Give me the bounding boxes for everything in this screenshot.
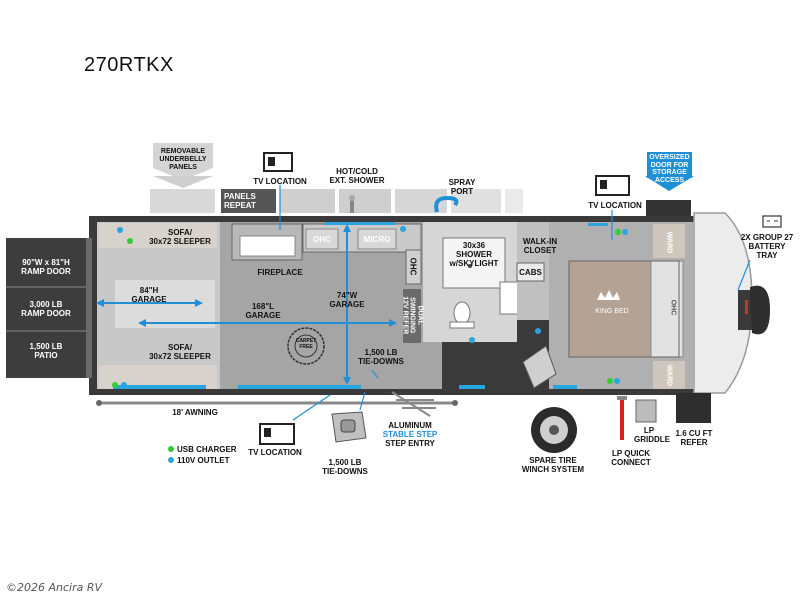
tv-icon [595, 175, 630, 196]
hitch [738, 285, 770, 335]
ramp-door-weight-label: 3,000 LB RAMP DOOR [21, 300, 71, 318]
outlet-legend-dot [168, 457, 174, 463]
outlet-110v-label: 110V OUTLET [177, 456, 230, 465]
oversized-door-callout [645, 152, 694, 191]
ward-bottom-label: WARD [665, 364, 673, 387]
dimension-arrows [96, 224, 397, 385]
ward-top [653, 224, 685, 258]
shower-label: 30x36 SHOWER w/SKYLIGHT [449, 241, 499, 268]
refer-cuft-label: 1.6 CU FT REFER [675, 429, 713, 447]
leader-lines [279, 185, 751, 421]
ward-bottom [653, 361, 685, 389]
cabs [516, 262, 545, 282]
crown-icon [597, 290, 620, 300]
ramp-door [6, 238, 92, 378]
panels-repeat-label: PANELS REPEAT [224, 192, 256, 210]
king-bed [569, 261, 651, 357]
toilet [453, 301, 471, 325]
spray-port-icon [434, 195, 459, 213]
tv-location-right-label: TV LOCATION [588, 201, 642, 210]
shower-head-icon [349, 195, 355, 213]
refer-label: DUAL SWINGING 12V REFER [401, 296, 424, 335]
carpet-free-label: CARPET FREE [295, 338, 317, 350]
tv-location-top-label: TV LOCATION [253, 177, 307, 186]
sofa-top [99, 223, 217, 248]
ohc-bed-label: OHC [669, 299, 677, 316]
awning-label: 18' AWNING [172, 408, 218, 417]
garage-height-label: 84"H GARAGE [131, 286, 167, 304]
kitchen-island [405, 249, 422, 285]
tie-down-icon [331, 411, 367, 443]
ohc-vertical-label: OHC [408, 257, 418, 276]
copyright: ©2026 Ancira RV [6, 581, 103, 594]
step-entry-label: STEP ENTRY [385, 439, 435, 448]
fireplace-label: FIREPLACE [257, 268, 303, 277]
stable-step-label: STABLE STEP [382, 430, 438, 439]
down-arrow-icon [153, 143, 213, 188]
oversized-door-label: OVERSIZED DOOR FOR STORAGE ACCESS [649, 154, 690, 184]
spray-port-label: SPRAY PORT [448, 178, 476, 196]
lp-quick-connect-label: LP QUICK CONNECT [611, 449, 651, 467]
shower [442, 237, 506, 289]
model-title: 270RTKX [84, 54, 174, 76]
usb-outlet-markers [112, 226, 628, 388]
spare-tire-icon [531, 407, 577, 453]
tv-icon [259, 423, 295, 445]
king-bed-label: KING BED [595, 308, 629, 315]
ward-top-label: WARD [665, 231, 673, 254]
windows [113, 222, 608, 389]
lp-griddle [620, 398, 624, 440]
battery-icon [762, 215, 782, 228]
garage-length-label: 168"L GARAGE [245, 302, 281, 320]
step-icon [391, 391, 436, 417]
tiedowns-bottom-label: 1,500 LB TIE-DOWNS [322, 458, 368, 476]
carpet-free-stamp [287, 327, 325, 365]
removable-panels-label: REMOVABLE UNDERBELLY PANELS [159, 148, 207, 171]
cabs-label: CABS [519, 268, 542, 277]
usb-charger-label: USB CHARGER [177, 445, 237, 454]
lp-griddle-label: LP GRIDDLE [634, 426, 670, 444]
battery-tray-label: 2X GROUP 27 BATTERY TRAY [740, 233, 794, 260]
tv-icon [263, 152, 293, 172]
ohc-label: OHC [313, 235, 331, 244]
garage-width-label: 74"W GARAGE [329, 291, 365, 309]
sofa-bottom-label: SOFA/ 30x72 SLEEPER [149, 343, 211, 361]
ramp-door-size-label: 90"W x 81"H RAMP DOOR [21, 258, 71, 276]
spare-tire-label: SPARE TIRE WINCH SYSTEM [521, 456, 585, 474]
aluminum-label: ALUMINUM [388, 421, 432, 430]
hot-cold-shower-label: HOT/COLD EXT. SHOWER [329, 167, 385, 185]
usb-legend-dot [168, 446, 174, 452]
walk-in-closet-label: WALK-IN CLOSET [522, 237, 558, 255]
tv-location-bottom-label: TV LOCATION [248, 448, 302, 457]
sofa-top-label: SOFA/ 30x72 SLEEPER [149, 228, 211, 246]
tiedowns-inside-label: 1,500 LB TIE-DOWNS [358, 348, 404, 366]
patio-label: 1,500 LB PATIO [29, 342, 63, 360]
micro-label: MICRO [363, 235, 391, 244]
entry-door-swing [522, 345, 557, 389]
refrigerator [403, 289, 421, 343]
